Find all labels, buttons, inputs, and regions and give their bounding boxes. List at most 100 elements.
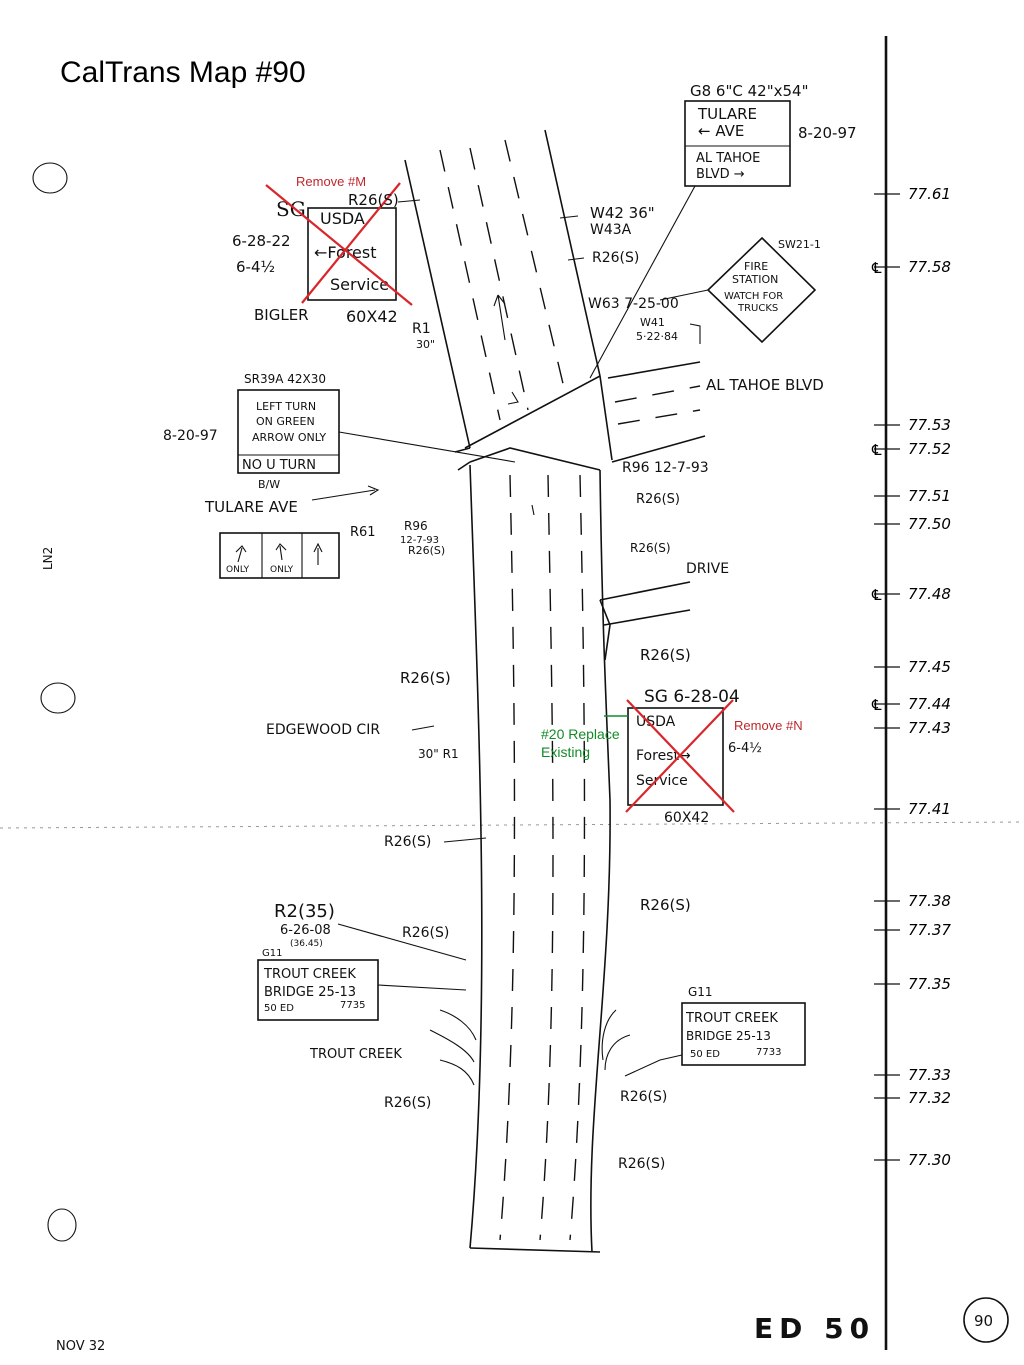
svg-text:USDA: USDA [320,209,365,228]
svg-text:7735: 7735 [340,1000,365,1011]
warning-signs: W42 36" W43A R26(S) W63 7-25-00 W41 5·22… [559,204,824,394]
svg-text:6-4½: 6-4½ [728,741,762,756]
svg-text:60X42: 60X42 [664,810,709,826]
svg-text:ONLY: ONLY [226,565,250,575]
svg-text:SG 6-28-04: SG 6-28-04 [644,687,740,707]
postmile-label: 77.41 [908,800,951,818]
svg-text:30": 30" [416,338,435,351]
punch-holes [32,162,77,1242]
postmile-label: 77.38 [908,892,951,910]
svg-text:50 ED: 50 ED [690,1049,720,1060]
svg-text:BIGLER: BIGLER [254,306,309,324]
svg-text:TROUT CREEK: TROUT CREEK [685,1011,778,1026]
svg-text:G11: G11 [688,985,713,999]
svg-text:6-26-08: 6-26-08 [280,923,331,938]
svg-text:(36.45): (36.45) [290,939,323,949]
svg-text:← AVE: ← AVE [698,122,744,140]
svg-text:Service: Service [636,773,688,789]
svg-text:W43A: W43A [590,222,632,238]
svg-text:FIRE: FIRE [744,260,768,273]
svg-text:30" R1: 30" R1 [418,747,459,761]
fold-line [0,821,1024,829]
g11-sign-right: G11 TROUT CREEK BRIDGE 25-13 50 ED 7733 … [618,985,806,1172]
postmile-label: 77.48 [908,585,951,603]
svg-text:STATION: STATION [732,273,778,286]
svg-text:12-7-93: 12-7-93 [400,535,439,546]
postmile-label: 77.30 [908,1151,951,1169]
sr39a-sign: SR39A 42X30 LEFT TURN ON GREEN ARROW ONL… [163,372,516,516]
svg-text:SW21-1: SW21-1 [778,238,821,251]
svg-text:R26(S): R26(S) [620,1089,667,1105]
postmile-label: 77.37 [908,921,951,939]
postmile-label: 77.35 [908,975,951,993]
postmile-label: 77.50 [908,515,951,533]
svg-text:R26(S): R26(S) [348,191,399,209]
centerline-mark: ℄ [871,586,882,604]
svg-text:BRIDGE 25-13: BRIDGE 25-13 [264,985,356,1000]
svg-text:Service: Service [330,275,389,294]
svg-text:6-4½: 6-4½ [236,258,275,276]
svg-text:60X42: 60X42 [346,307,398,326]
svg-text:W63 7-25-00: W63 7-25-00 [588,296,679,312]
usda-sign-n: SG 6-28-04 USDA Forest→ Service 60X42 6-… [541,687,803,826]
svg-text:8-20-97: 8-20-97 [798,124,857,142]
intersection-labels: R61 R96 12-7-93 R26(S) R96 12-7-93 R26(S… [350,460,729,687]
svg-text:NOV 32: NOV 32 [56,1339,105,1354]
svg-text:TROUT CREEK: TROUT CREEK [309,1047,402,1062]
svg-text:TULARE: TULARE [697,105,757,123]
svg-text:SR39A 42X30: SR39A 42X30 [244,372,326,386]
svg-text:G11: G11 [262,948,282,959]
svg-text:R26(S): R26(S) [384,1095,431,1111]
svg-text:W41: W41 [640,316,665,329]
svg-text:R96 12-7-93: R96 12-7-93 [622,460,709,476]
svg-text:EDGEWOOD CIR: EDGEWOOD CIR [266,722,380,738]
svg-text:←Forest: ←Forest [314,243,377,262]
svg-text:Forest→: Forest→ [636,748,691,764]
svg-text:R61: R61 [350,525,376,540]
svg-text:AL TAHOE: AL TAHOE [696,151,760,166]
svg-text:Remove #M: Remove #M [296,174,366,189]
svg-text:ARROW ONLY: ARROW ONLY [252,431,326,444]
postmile-label: 77.32 [908,1089,951,1107]
svg-text:G8 6"C 42"x54": G8 6"C 42"x54" [690,82,808,100]
footer: ED 50 90 NOV 32 [56,1297,1009,1354]
svg-text:R26(S): R26(S) [402,925,449,941]
usda-sign-m: SG USDA ←Forest Service 60X42 6-28-22 6-… [232,174,435,351]
postmile-label: 77.33 [908,1066,951,1084]
svg-text:ONLY: ONLY [270,565,294,575]
svg-text:6-28-22: 6-28-22 [232,232,291,250]
svg-text:LEFT TURN: LEFT TURN [256,400,316,413]
svg-text:#20 Replace: #20 Replace [541,726,620,742]
fire-station-sign [706,236,817,344]
svg-text:WATCH FOR: WATCH FOR [724,291,783,302]
svg-text:R26(S): R26(S) [618,1156,665,1172]
svg-text:R2(35): R2(35) [274,901,335,922]
svg-text:USDA: USDA [636,714,676,730]
svg-text:SG: SG [276,197,306,221]
lane-use-signs: ONLY ONLY [219,532,340,579]
svg-text:R26(S): R26(S) [592,250,639,266]
svg-text:R26(S): R26(S) [408,544,445,557]
svg-text:DRIVE: DRIVE [686,561,729,577]
centerline-mark: ℄ [871,441,882,459]
svg-text:7733: 7733 [756,1047,781,1058]
roadway [404,129,706,1253]
svg-text:R26(S): R26(S) [640,896,691,914]
g11-sign-left: R2(35) 6-26-08 (36.45) R26(S) G11 TROUT … [257,901,467,1111]
margin-scribble: LN2 [41,547,55,570]
postmile-label: 77.53 [908,416,951,434]
postmile-label: 77.44 [908,695,951,713]
postmile-label: 77.51 [908,487,951,505]
svg-text:8-20-97: 8-20-97 [163,428,218,444]
svg-text:R26(S): R26(S) [640,646,691,664]
g8-sign: G8 6"C 42"x54" TULARE ← AVE AL TAHOE BLV… [589,82,857,379]
svg-text:R26(S): R26(S) [400,669,451,687]
svg-text:B/W: B/W [258,478,280,491]
svg-text:BRIDGE 25-13: BRIDGE 25-13 [686,1029,771,1043]
postmile-label: 77.45 [908,658,951,676]
edgewood-labels: EDGEWOOD CIR 30" R1 R26(S) R26(S) [266,722,691,914]
postmile-label: 77.43 [908,719,951,737]
svg-text:TRUCKS: TRUCKS [737,303,778,314]
svg-text:ED 50: ED 50 [754,1312,875,1345]
